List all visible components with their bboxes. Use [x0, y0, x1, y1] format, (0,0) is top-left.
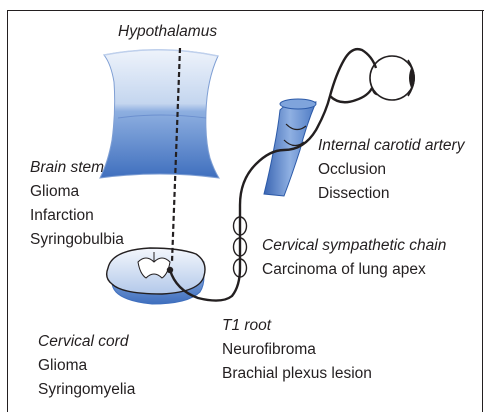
t1-root-cause: Neurofibroma	[222, 338, 372, 362]
internal-carotid-artery-title: Internal carotid artery	[318, 134, 464, 158]
brain-stem-label: Brain stem Glioma Infarction Syringobulb…	[30, 156, 124, 252]
brain-stem-cause: Infarction	[30, 204, 124, 228]
internal-carotid-artery-cause: Dissection	[318, 182, 464, 206]
internal-carotid-artery-shape	[264, 99, 316, 196]
internal-carotid-artery-label: Internal carotid artery Occlusion Dissec…	[318, 134, 464, 206]
hypothalamus-title: Hypothalamus	[118, 20, 217, 44]
cervical-cord-title: Cervical cord	[38, 330, 135, 354]
cervical-cord-label: Cervical cord Glioma Syringomyelia	[38, 330, 135, 402]
cervical-cord-cause: Glioma	[38, 354, 135, 378]
cervical-sympathetic-chain-title: Cervical sympathetic chain	[262, 234, 446, 258]
brain-stem-title: Brain stem	[30, 156, 124, 180]
t1-root-label: T1 root Neurofibroma Brachial plexus les…	[222, 314, 372, 386]
eyeball-shape	[370, 56, 415, 100]
sympathetic-pathway-branch	[330, 88, 372, 102]
cervical-sympathetic-chain-label: Cervical sympathetic chain Carcinoma of …	[262, 234, 446, 282]
t1-root-title: T1 root	[222, 314, 372, 338]
hypothalamus-label: Hypothalamus	[118, 20, 217, 44]
cervical-sympathetic-chain-cause: Carcinoma of lung apex	[262, 258, 446, 282]
brain-stem-cause: Glioma	[30, 180, 124, 204]
brain-stem-cause: Syringobulbia	[30, 228, 124, 252]
cervical-cord-cause: Syringomyelia	[38, 378, 135, 402]
internal-carotid-artery-cause: Occlusion	[318, 158, 464, 182]
t1-root-cause: Brachial plexus lesion	[222, 362, 372, 386]
